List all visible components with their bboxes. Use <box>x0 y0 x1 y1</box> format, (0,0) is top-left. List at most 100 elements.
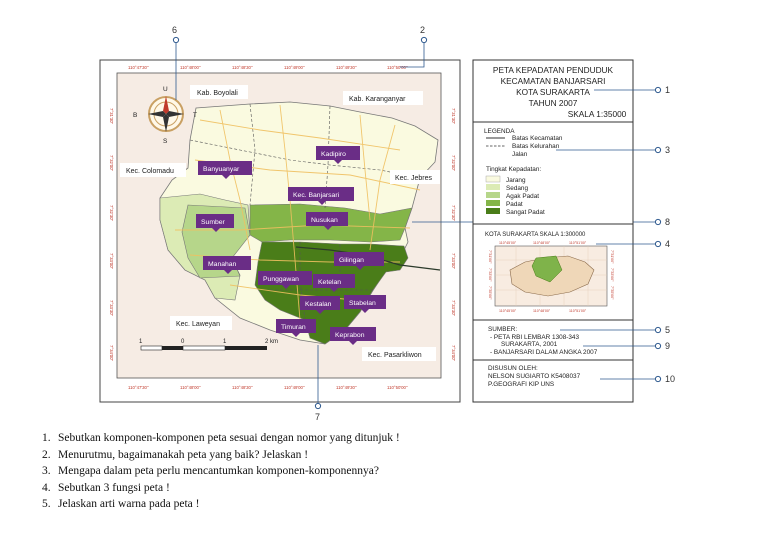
callout-number-3: 3 <box>665 145 670 155</box>
svg-text:7°35'00": 7°35'00" <box>488 286 492 300</box>
map-right-ticks: 7°31'30" 7°32'00" 7°32'30" 7°33'00" 7°33… <box>451 108 456 361</box>
map-title-line: PETA KEPADATAN PENDUDUK <box>493 65 614 75</box>
legend: LEGENDA Batas Kecamatan Batas Kelurahan … <box>484 128 563 216</box>
tick-label: 110°48'00" <box>180 65 201 70</box>
sumber-block: SUMBER: - PETA RBI LEMBAR 1308-343 SURAK… <box>488 326 598 356</box>
question-item: 3.Mengapa dalam peta perlu mencantumkan … <box>42 465 379 477</box>
kelurahan-label: Kec. Banjarsari <box>293 192 340 199</box>
legend-item-agak-padat: Agak Padat <box>506 193 539 200</box>
tick-label: 7°32'30" <box>451 205 456 221</box>
map-bottom-ticks: 110°47'30" 110°48'00" 110°48'30" 110°49'… <box>128 385 408 390</box>
inset-map: KOTA SURAKARTA SKALA 1:300000 <box>485 232 608 307</box>
tick-label: 110°50'00" <box>387 385 408 390</box>
tick-label: 110°49'00" <box>284 385 305 390</box>
kelurahan-label: Banyuanyar <box>203 166 240 173</box>
compass-north-label: U <box>163 86 168 93</box>
question-list: 1.Sebutkan komponen-komponen peta sesuai… <box>42 430 642 513</box>
compass-east-label: T <box>193 112 197 119</box>
legend-item-jarang: Jarang <box>506 177 526 184</box>
callout-number-9: 9 <box>665 341 670 351</box>
tick-label: 110°49'30" <box>336 385 357 390</box>
kelurahan-label: Stabelan <box>349 300 376 307</box>
map-left-ticks: 7°31'30" 7°32'00" 7°32'30" 7°33'00" 7°33… <box>109 108 114 361</box>
callout-numbers: 1 2 3 4 5 6 7 8 9 10 <box>172 25 675 422</box>
tick-label: 110°48'30" <box>232 385 253 390</box>
callout-number-7: 7 <box>315 412 320 422</box>
inset-title: KOTA SURAKARTA SKALA 1:300000 <box>485 232 586 238</box>
map-title-line: TAHUN 2007 <box>529 98 578 108</box>
tick-label: 7°32'00" <box>109 155 114 171</box>
scale-bar <box>140 345 267 351</box>
region-label-laweyan: Kec. Laweyan <box>176 321 220 328</box>
svg-text:7°31'00": 7°31'00" <box>610 250 614 264</box>
tick-label: 7°33'00" <box>109 253 114 269</box>
region-label-pasarkliwon: Kec. Pasarkliwon <box>368 352 422 359</box>
map-title-line: KOTA SURAKARTA <box>516 87 590 97</box>
author-line: P.GEOGRAFI KIP UNS <box>488 381 554 388</box>
kelurahan-label: Kadipiro <box>321 151 346 158</box>
compass-letters: U S B T <box>133 86 197 145</box>
region-label-karanganyar: Kab. Karanganyar <box>349 96 406 103</box>
kelurahan-label: Punggawan <box>263 276 299 283</box>
question-item: 2.Menurutmu, bagaimanakah peta yang baik… <box>42 448 309 461</box>
map-figure: 110°47'30" 110°48'00" 110°48'30" 110°49'… <box>99 25 675 422</box>
tick-label: 7°34'00" <box>451 345 456 361</box>
svg-text:7°31'00": 7°31'00" <box>488 250 492 264</box>
svg-text:110°48'00": 110°48'00" <box>533 241 551 245</box>
legend-density-title: Tingkat Kepadatan: <box>486 166 541 173</box>
region-label-boyolali: Kab. Boyolali <box>197 90 238 97</box>
author-line: DISUSUN OLEH: <box>488 365 538 372</box>
svg-text:110°51'00": 110°51'00" <box>569 241 587 245</box>
callout-number-4: 4 <box>665 239 670 249</box>
tick-label: 110°47'30" <box>128 65 149 70</box>
svg-text:2 km: 2 km <box>265 339 278 345</box>
map-outer-frame <box>99 59 461 403</box>
svg-text:1: 1 <box>139 339 143 345</box>
svg-text:0: 0 <box>181 339 185 345</box>
question-item: 4.Sebutkan 3 fungsi peta ! <box>42 481 170 494</box>
tick-label: 110°49'30" <box>336 65 357 70</box>
tick-label: 110°49'00" <box>284 65 305 70</box>
legend-batas-kecamatan: Batas Kecamatan <box>512 135 563 142</box>
callout-number-6: 6 <box>172 25 177 35</box>
legend-batas-kelurahan: Batas Kelurahan <box>512 143 560 150</box>
svg-text:110°48'00": 110°48'00" <box>533 309 551 313</box>
tick-label: 110°50'00" <box>387 65 408 70</box>
tick-label: 110°48'30" <box>232 65 253 70</box>
legend-item-sangat-padat: Sangat Padat <box>506 209 545 216</box>
svg-text:7°35'00": 7°35'00" <box>610 286 614 300</box>
svg-text:110°45'00": 110°45'00" <box>499 309 517 313</box>
svg-text:110°51'00": 110°51'00" <box>569 309 587 313</box>
sumber-line: SURAKARTA, 2001 <box>501 341 558 348</box>
scale-bar-labels: 1 0 1 2 km <box>139 339 278 345</box>
tick-label: 7°33'30" <box>451 300 456 316</box>
inset-ticks: 110°45'00" 110°48'00" 110°51'00" 110°45'… <box>488 241 614 313</box>
svg-text:110°45'00": 110°45'00" <box>499 241 517 245</box>
question-item: 5.Jelaskan arti warna pada peta ! <box>42 498 200 510</box>
map-title-line: KECAMATAN BANJARSARI <box>501 76 606 86</box>
tick-label: 110°48'00" <box>180 385 201 390</box>
question-item: 1.Sebutkan komponen-komponen peta sesuai… <box>42 432 400 444</box>
side-panel <box>472 59 634 403</box>
tick-label: 7°32'00" <box>451 155 456 171</box>
legend-item-sedang: Sedang <box>506 185 528 192</box>
callout-dots <box>172 36 662 410</box>
tick-label: 7°33'00" <box>451 253 456 269</box>
region-label-colomadu: Kec. Colomadu <box>126 168 174 175</box>
callout-number-1: 1 <box>665 85 670 95</box>
legend-title: LEGENDA <box>484 128 515 135</box>
map-scale-text: SKALA 1:35000 <box>568 109 627 119</box>
svg-text:1: 1 <box>223 339 227 345</box>
kelurahan-label: Nusukan <box>311 217 338 224</box>
callout-number-10: 10 <box>665 374 675 384</box>
kelurahan-label: Keprabon <box>335 332 365 339</box>
road-network <box>175 104 421 321</box>
author-line: NELSON SUGIARTO K5408037 <box>488 373 581 380</box>
legend-item-padat: Padat <box>506 201 523 208</box>
map-top-ticks: 110°47'30" 110°48'00" 110°48'30" 110°49'… <box>128 65 408 70</box>
tick-label: 110°47'30" <box>128 385 149 390</box>
tick-label: 7°34'00" <box>109 345 114 361</box>
tick-label: 7°33'30" <box>109 300 114 316</box>
author-block: DISUSUN OLEH: NELSON SUGIARTO K5408037 P… <box>488 365 581 388</box>
callout-number-5: 5 <box>665 325 670 335</box>
